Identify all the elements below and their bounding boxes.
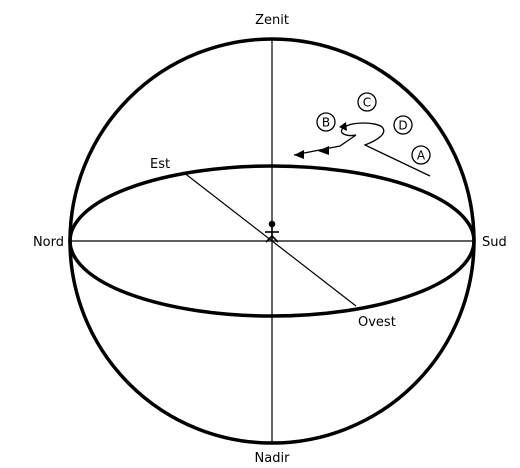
path-arrowhead-1 — [339, 122, 347, 131]
point-b-marker: B — [317, 113, 335, 131]
east-label: Est — [150, 157, 170, 172]
zenith-label: Zenit — [255, 13, 289, 28]
path-arrowhead-3 — [294, 150, 304, 159]
point-a-label: A — [417, 149, 426, 163]
observer-icon — [265, 222, 279, 243]
west-label: Ovest — [358, 315, 396, 330]
point-d-marker: D — [394, 116, 412, 134]
point-a-marker: A — [412, 146, 430, 164]
point-c-label: C — [363, 96, 371, 110]
south-label: Sud — [482, 235, 507, 250]
north-label: Nord — [33, 235, 64, 250]
path-arrowhead-2 — [318, 146, 329, 155]
point-c-marker: C — [358, 93, 376, 111]
point-d-label: D — [398, 119, 407, 133]
point-b-label: B — [322, 116, 330, 130]
nadir-label: Nadir — [255, 451, 291, 466]
